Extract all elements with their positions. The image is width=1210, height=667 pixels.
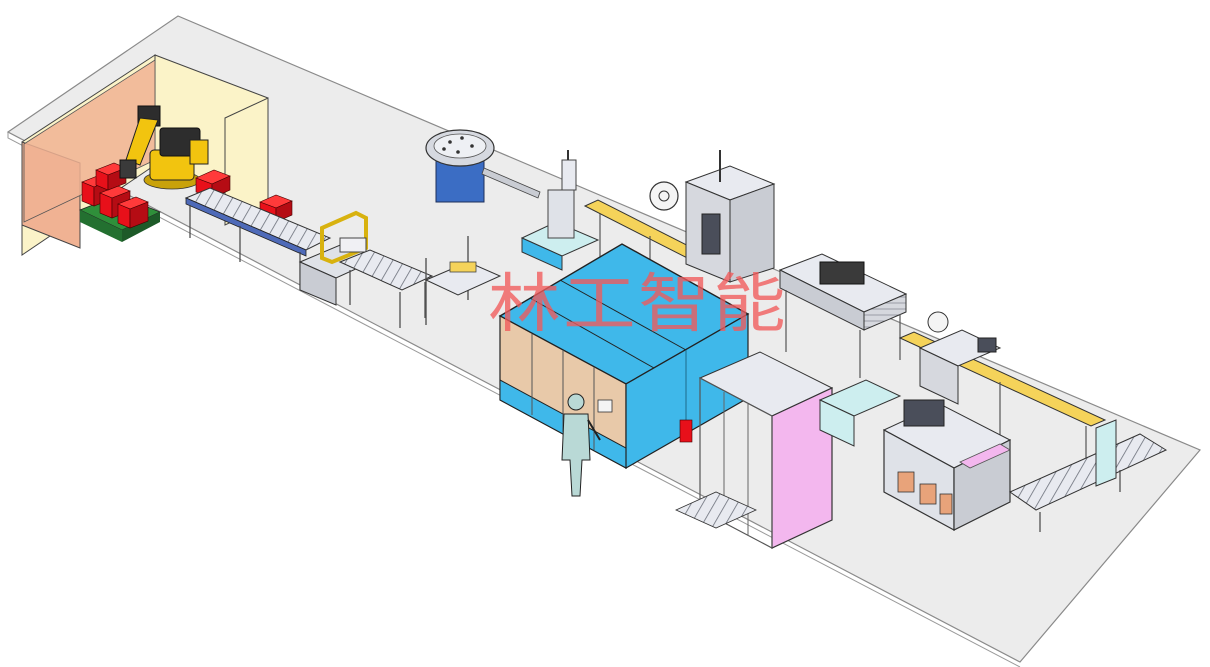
packing-machine xyxy=(675,351,834,549)
strapping-machine xyxy=(298,210,382,306)
cartoning-machine xyxy=(818,379,1012,532)
roller-conveyor-2 xyxy=(338,249,434,328)
assembly-station xyxy=(520,150,600,271)
output-conveyor xyxy=(1008,419,1168,532)
robot-palletizing-cell xyxy=(21,54,293,256)
capping-station xyxy=(918,311,1002,405)
vibratory-bowl-icon xyxy=(425,129,541,203)
floor-edge-left xyxy=(7,132,1021,667)
pallet-stack-left xyxy=(78,162,161,242)
labeling-tower xyxy=(649,150,776,283)
watermark-text: 林工智能 xyxy=(488,268,788,342)
operator-figure-icon xyxy=(561,393,601,497)
roller-conveyor-1 xyxy=(184,187,332,290)
case-sealer-frame xyxy=(424,236,502,325)
tunnel-oven xyxy=(778,253,908,378)
watermark: 林工智能 xyxy=(488,268,788,342)
